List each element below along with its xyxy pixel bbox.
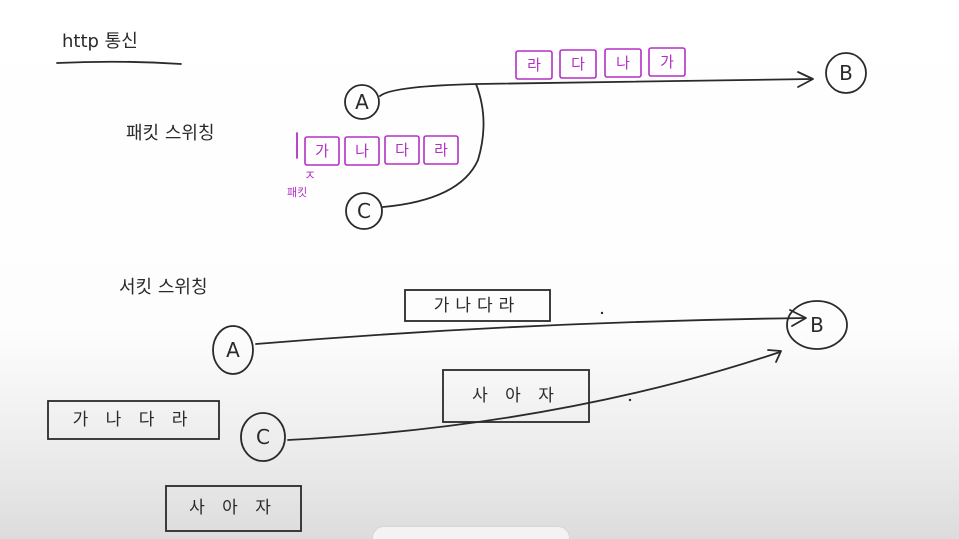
packet-chunk-text: 라 (527, 56, 541, 74)
packet-line-c-to-junction (382, 83, 485, 208)
packet-chunk (423, 135, 459, 165)
circuit-message-bottom: 사 아 자 (472, 386, 560, 406)
circuit-node-a (212, 325, 254, 375)
packet-chunk-text: 나 (616, 54, 630, 72)
packet-switching-section: 패킷 스위칭 A C B 라 다 나 가 가 (126, 47, 867, 230)
packet-chunk-text: 다 (395, 141, 409, 159)
packet-queued-chunks: 가 나 다 라 ㅈ 패킷 (287, 132, 459, 199)
circuit-message-box-bottom (442, 369, 590, 423)
circuit-node-b (786, 300, 848, 350)
packet-chunk (648, 47, 686, 77)
packet-note: 패킷 (287, 186, 307, 199)
packet-node-b-label: B (839, 61, 853, 85)
circuit-switching-label: 서킷 스위칭 (119, 277, 208, 298)
packet-node-c (345, 192, 383, 230)
packet-chunk-text: 라 (434, 141, 448, 159)
circuit-source-box-1 (47, 400, 220, 440)
circuit-node-c (240, 412, 286, 462)
page-title: http 통신 (62, 31, 138, 52)
packet-chunk (559, 49, 597, 79)
packet-chunk (604, 48, 642, 78)
circuit-source-text-1: 가 나 다 라 (73, 410, 194, 430)
packet-chunk (384, 135, 420, 165)
packet-chunk-text: 나 (355, 142, 369, 160)
circuit-node-c-label: C (256, 425, 270, 449)
video-controls-handle[interactable] (372, 526, 570, 539)
packet-chunk (304, 136, 340, 166)
circuit-node-a-label: A (226, 338, 240, 362)
circuit-switching-section: 서킷 스위칭 A C B 가나다라 사 아 자 가 나 다 라 사 아 자 (47, 277, 848, 532)
packet-node-b (825, 52, 867, 94)
packet-node-a-label: A (355, 90, 369, 114)
circuit-message-top: 가나다라 (434, 296, 521, 316)
packet-chunk (344, 136, 380, 166)
ink-dot (600, 311, 604, 315)
circuit-node-b-label: B (810, 313, 824, 337)
packet-node-c-label: C (357, 199, 371, 223)
packet-node-a (344, 84, 380, 120)
circuit-source-box-2 (165, 485, 302, 532)
packet-chunk-text: 다 (571, 55, 585, 73)
packet-chunk (515, 50, 553, 80)
circuit-line-a-to-b (255, 317, 806, 345)
packet-arrow-glyph: ㅈ (304, 169, 316, 184)
title-underline (56, 60, 182, 65)
packet-chunk-text: 가 (315, 142, 329, 160)
circuit-arrowhead-c (767, 349, 782, 363)
title-group: http 통신 (56, 31, 182, 65)
circuit-message-box-top (404, 289, 551, 322)
circuit-arrowhead-a (789, 309, 807, 327)
circuit-source-text-2: 사 아 자 (189, 498, 277, 518)
packet-chunk-text: 가 (660, 53, 674, 71)
packet-top-chunks: 라 다 나 가 (515, 47, 686, 80)
packet-line-a-to-b (379, 78, 813, 97)
packet-arrowhead (797, 71, 814, 88)
circuit-line-c-to-b (287, 351, 781, 441)
ink-dot (628, 398, 632, 402)
packet-switching-label: 패킷 스위칭 (126, 123, 215, 144)
